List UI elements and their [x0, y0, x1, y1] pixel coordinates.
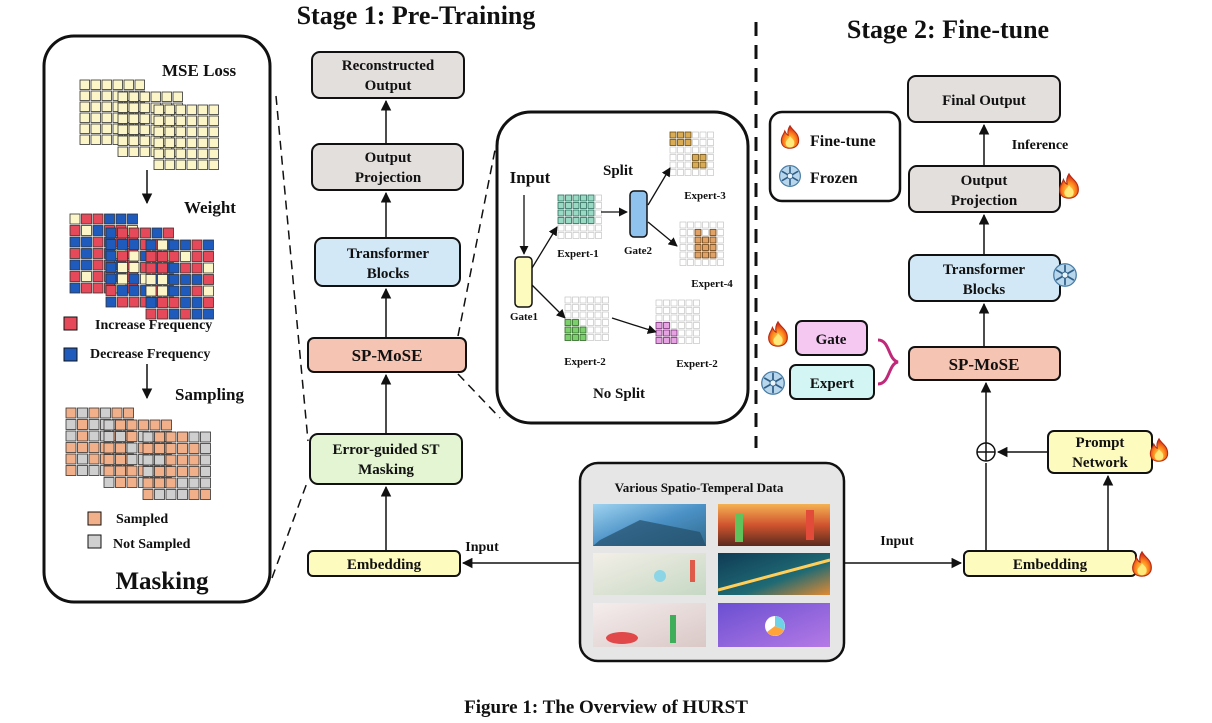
stage2-title: Stage 2: Fine-tune	[847, 15, 1049, 44]
weight-label: Weight	[184, 198, 236, 217]
mose-connector-top	[457, 144, 497, 337]
expert1-label: Expert-1	[557, 248, 599, 260]
ft-transformer-label-2: Blocks	[963, 282, 1006, 298]
gate2-label: Gate2	[624, 245, 653, 257]
sampled-swatch	[87, 511, 102, 526]
mose-detail-panel	[495, 110, 750, 425]
ft-expert-snowflake-icon	[760, 370, 786, 396]
thumb-plaza	[593, 553, 706, 595]
masking-box-label-1: Error-guided ST	[332, 442, 439, 458]
mose-input-label: Input	[510, 168, 551, 187]
legend-finetune-label: Fine-tune	[810, 133, 876, 150]
mose-arrow-gate2-expert3	[647, 167, 671, 206]
grid-tile	[655, 299, 700, 344]
ft-gate-flame-icon	[768, 321, 788, 347]
embedding-label-stage1: Embedding	[347, 557, 422, 573]
masking-box-label-2: Masking	[358, 462, 414, 478]
masking-connector-bottom	[271, 479, 309, 579]
final-output-box	[907, 75, 1061, 123]
increase-freq-label: Increase Frequency	[95, 318, 212, 333]
grid-tile	[145, 239, 214, 320]
output-projection-label-2: Projection	[355, 170, 422, 186]
transformer-label-1: Transformer	[347, 246, 430, 262]
ft-output-projection-label-1: Output	[961, 173, 1008, 189]
decrease-freq-swatch	[63, 347, 78, 362]
gate-expert-brace	[877, 338, 899, 386]
mose-arrow-gate1-expert1	[531, 226, 558, 269]
ft-expert-label: Expert	[810, 376, 854, 392]
embedding-label-stage2: Embedding	[1013, 557, 1088, 573]
figure-caption: Figure 1: The Overview of HURST	[464, 697, 748, 718]
grid-tile	[153, 104, 219, 170]
final-output-label: Final Output	[942, 93, 1026, 109]
ft-gate-label: Gate	[816, 332, 847, 348]
sampling-label: Sampling	[175, 385, 244, 404]
expert2b-label: Expert-2	[676, 358, 718, 370]
mse-loss-grids	[79, 79, 219, 170]
masking-title: Masking	[115, 568, 209, 595]
embedding-box-stage1	[307, 550, 461, 577]
legend-frozen-label: Frozen	[810, 170, 858, 187]
data-panel-title: Various Spatio-Temperal Data	[615, 480, 784, 495]
ft-expert-box	[789, 364, 875, 400]
mse-loss-label: MSE Loss	[162, 61, 237, 80]
sampled-label: Sampled	[116, 512, 168, 527]
gate1-label: Gate1	[510, 311, 538, 323]
expert2a-label: Expert-2	[564, 356, 606, 368]
expert3-label: Expert-3	[684, 190, 726, 202]
ft-output-projection-label-2: Projection	[951, 193, 1018, 209]
stage1-title: Stage 1: Pre-Training	[297, 1, 536, 30]
spmose-box	[307, 337, 467, 373]
grid-tile	[564, 296, 609, 341]
mose-nosplit-label: No Split	[593, 386, 645, 402]
ft-spmose-label: SP-MoSE	[949, 355, 1020, 374]
not-sampled-swatch	[87, 534, 102, 549]
expert4-label: Expert-4	[691, 278, 733, 290]
sampling-grids	[65, 407, 211, 500]
mose-split-label: Split	[603, 163, 633, 179]
mose-arrow-gate2-expert4	[647, 221, 678, 247]
legend-snowflake-icon	[778, 164, 802, 188]
increase-freq-swatch	[63, 316, 78, 331]
transformer-blocks-box	[314, 237, 461, 287]
spmose-label: SP-MoSE	[352, 346, 423, 365]
grid-tile	[669, 131, 714, 176]
weight-grids	[69, 213, 214, 320]
mose-arrow-expert2-expert2	[611, 317, 657, 334]
grid-tile	[142, 431, 211, 500]
input-label-stage2: Input	[880, 534, 914, 549]
prompt-label-2: Network	[1072, 455, 1128, 471]
grid-tile	[557, 194, 602, 239]
reconstructed-label-1: Reconstructed	[342, 58, 435, 74]
prompt-label-1: Prompt	[1076, 435, 1125, 451]
ft-transformer-label-1: Transformer	[943, 262, 1026, 278]
data-thumbnails	[593, 504, 831, 647]
reconstructed-output-box	[311, 51, 465, 99]
mose-expert-grids	[557, 131, 724, 344]
transformer-label-2: Blocks	[367, 266, 410, 282]
mose-connector-bottom	[457, 373, 501, 419]
ft-projection-flame-icon	[1059, 173, 1079, 199]
grid-tile	[679, 221, 724, 266]
gate1-box	[514, 256, 533, 308]
masking-connector-top	[275, 95, 309, 442]
ft-gate-box	[795, 320, 868, 356]
mose-arrow-gate1-expert2	[531, 284, 566, 319]
decrease-freq-label: Decrease Frequency	[90, 347, 210, 362]
input-label-stage1: Input	[465, 540, 499, 555]
reconstructed-label-2: Output	[365, 78, 412, 94]
inference-label: Inference	[1012, 138, 1069, 153]
not-sampled-label: Not Sampled	[113, 537, 191, 552]
ft-transformer-snowflake-icon	[1052, 262, 1078, 288]
legend-panel	[768, 110, 902, 203]
output-projection-box	[311, 143, 464, 191]
grid-tile	[105, 227, 174, 308]
output-projection-label-1: Output	[365, 150, 412, 166]
gate2-box	[629, 190, 648, 238]
